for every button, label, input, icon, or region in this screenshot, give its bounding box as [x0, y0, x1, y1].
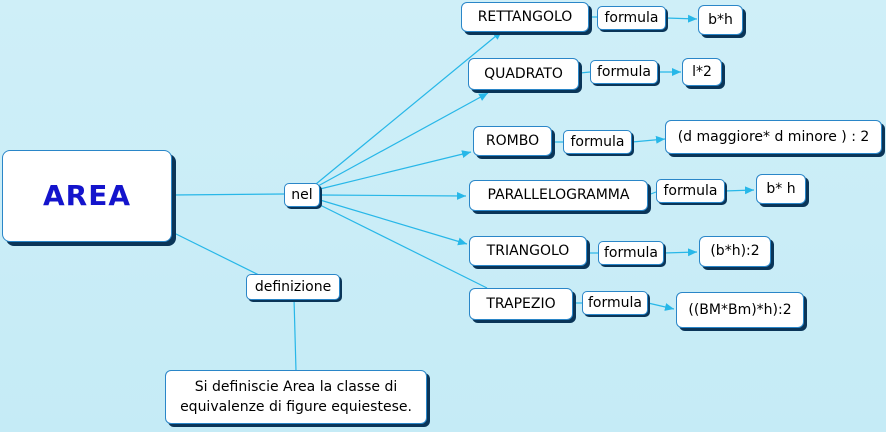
connector-formula-rombo-value: [631, 135, 666, 144]
connector-formula-triangolo-value: [663, 248, 698, 257]
nel-link-node[interactable]: nel: [284, 183, 320, 207]
definition-line-2: equivalenze di figure equiestese.: [180, 399, 412, 415]
connector-quadrato-formula: [579, 71, 591, 74]
formula-link-trapezio[interactable]: formula: [582, 291, 648, 315]
shape-node-triangolo[interactable]: TRIANGOLO: [469, 236, 587, 266]
connector-formula-parallelogramma-value: [723, 186, 755, 195]
formula-link-triangolo[interactable]: formula: [598, 241, 664, 265]
formula-link-rombo[interactable]: formula: [563, 130, 632, 154]
definizione-link-node[interactable]: definizione: [246, 274, 340, 300]
area-root-node[interactable]: AREA: [2, 150, 172, 242]
shape-node-trapezio[interactable]: TRAPEZIO: [469, 288, 573, 320]
shape-node-rombo[interactable]: ROMBO: [473, 126, 552, 156]
formula-value-triangolo[interactable]: (b*h):2: [699, 236, 771, 267]
connector-area-nel: [171, 193, 285, 196]
connector-formula-rettangolo-value: [665, 14, 698, 23]
shape-node-quadrato[interactable]: QUADRATO: [468, 58, 579, 90]
formula-link-quadrato[interactable]: formula: [590, 60, 658, 84]
formula-value-parallelogramma[interactable]: b* h: [756, 174, 806, 204]
connector-nel-parallelogramma: [319, 191, 467, 200]
connector-parallelogramma-formula: [647, 191, 657, 196]
connector-nel-trapezio: [317, 203, 488, 289]
formula-value-quadrato[interactable]: l*2: [682, 58, 722, 86]
connector-formula-trapezio-value: [647, 302, 675, 311]
formula-value-rettangolo[interactable]: b*h: [698, 5, 743, 35]
definition-line-1: Si definiscie Area la classe di: [194, 378, 398, 395]
shape-node-parallelogramma[interactable]: PARALLELOGRAMMA: [469, 180, 648, 211]
formula-value-trapezio[interactable]: ((BM*Bm)*h):2: [676, 292, 804, 328]
formula-link-parallelogramma[interactable]: formula: [656, 179, 725, 203]
connector-nel-rombo: [319, 150, 472, 190]
connector-nel-triangolo: [319, 199, 468, 246]
connector-definizione-note: [293, 297, 297, 372]
formula-link-rettangolo[interactable]: formula: [597, 6, 666, 30]
shape-node-rettangolo[interactable]: RETTANGOLO: [461, 2, 589, 32]
connector-nel-rettangolo: [315, 30, 503, 185]
connector-nel-quadrato: [317, 92, 489, 187]
connector-area-definizione: [171, 231, 266, 279]
formula-value-rombo[interactable]: (d maggiore* d minore ) : 2: [665, 120, 882, 154]
definition-note-node[interactable]: Si definiscie Area la classe di equivale…: [165, 370, 427, 424]
